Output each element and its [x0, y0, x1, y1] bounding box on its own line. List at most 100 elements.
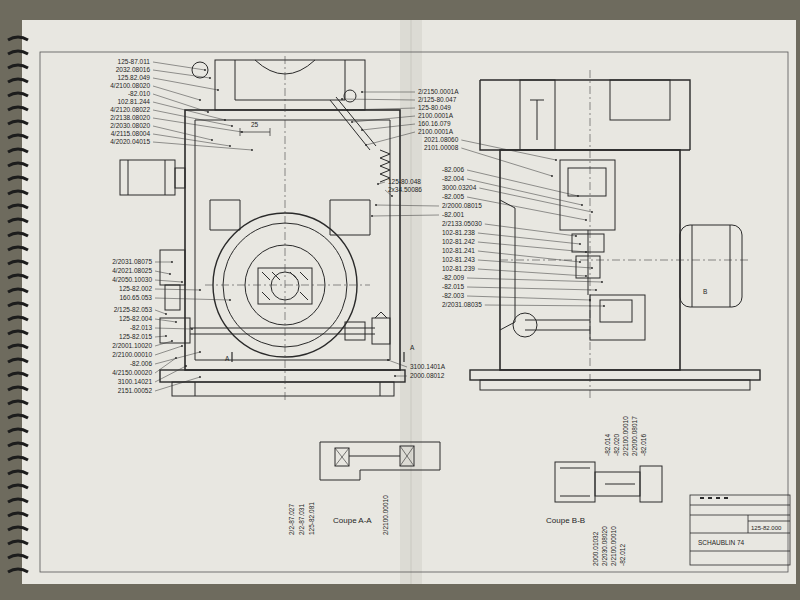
callout-number: 102-81.238: [442, 229, 475, 237]
leader-line: [155, 358, 176, 373]
leader-dot: [207, 111, 209, 113]
callout-number: 2/2030.08020: [110, 122, 150, 130]
leader-dot: [199, 376, 201, 378]
leader-line: [155, 289, 200, 290]
callout-number: 2151.00052: [118, 387, 152, 395]
callout-number: -82.004: [442, 175, 464, 183]
callout-number: 125-87.011: [118, 58, 150, 66]
leader-dot: [589, 299, 591, 301]
leader-line: [485, 305, 604, 306]
callout-number: -82.013: [130, 324, 152, 332]
leader-line: [362, 124, 415, 130]
leader-dot: [251, 149, 253, 151]
leader-dot: [169, 273, 171, 275]
leader-line: [395, 376, 407, 377]
leader-line: [478, 242, 586, 252]
leader-dot: [199, 99, 201, 101]
leader-line: [153, 118, 242, 132]
callout-number: 2/2133.05030: [442, 220, 482, 228]
callout-number: 4/2020.04015: [110, 138, 150, 146]
callout-number: 160.16.079: [418, 120, 451, 128]
callout-number: 2000.08012: [410, 372, 444, 380]
leader-line: [478, 269, 586, 276]
leader-line: [153, 86, 200, 100]
leader-dot: [351, 121, 353, 123]
leader-dot: [175, 357, 177, 359]
callout-number: 4/2115.08004: [111, 130, 150, 138]
leader-dot: [346, 109, 348, 111]
leader-line: [378, 182, 385, 184]
callout-number: 2/2-87.027: [288, 504, 296, 535]
leader-dot: [377, 183, 379, 185]
callout-number: 160.65.053: [119, 294, 152, 302]
leader-line: [155, 310, 166, 314]
callout-number: 102-81.241: [442, 247, 475, 255]
leader-line: [461, 140, 556, 160]
leader-line: [478, 251, 580, 262]
leader-dot: [211, 139, 213, 141]
callout-number: 2/2100.00010: [610, 526, 618, 566]
leader-line: [153, 78, 218, 90]
callout-number: 4/2150.00020: [112, 369, 152, 377]
leader-line: [155, 280, 182, 282]
paper: [22, 20, 796, 584]
callout-number: 2/2100.00010: [112, 351, 152, 359]
leader-line: [376, 205, 439, 206]
leader-line: [485, 224, 576, 236]
right-view: [470, 80, 760, 390]
callout-number: 2/2031.08075: [112, 258, 152, 266]
callout-number: 2/2138.08020: [110, 114, 150, 122]
callout-number: -82.012: [619, 544, 627, 566]
section-title: Coupe A-A: [333, 516, 372, 526]
callout-number: 4/2100.08020: [110, 82, 150, 90]
callout-number: 2/2100.00010: [382, 495, 390, 535]
leader-dot: [555, 159, 557, 161]
callout-number: 2100.0001A: [418, 128, 453, 136]
leader-dot: [595, 289, 597, 291]
leader-dot: [341, 98, 343, 100]
callout-number: 4/2021.08025: [112, 267, 152, 275]
callout-number: 125-82.015: [119, 333, 152, 341]
leader-dot: [394, 375, 396, 377]
callout-number: 2/125-82.053: [114, 306, 152, 314]
leader-dot: [199, 289, 201, 291]
leader-line: [155, 341, 172, 346]
leader-line: [478, 233, 580, 244]
marker-letter: A: [225, 355, 229, 363]
leader-line: [467, 287, 596, 290]
left-view: [120, 60, 405, 396]
leader-line: [155, 298, 230, 300]
leader-dot: [185, 365, 187, 367]
callout-number: 102-81.243: [442, 256, 475, 264]
callout-number: 2/2031.08035: [442, 301, 482, 309]
leader-dot: [209, 77, 211, 79]
leader-dot: [191, 328, 193, 330]
leader-line: [153, 70, 210, 78]
leader-dot: [361, 129, 363, 131]
callout-number: 125-80.049: [418, 104, 451, 112]
section-b-b: [555, 462, 662, 502]
title-block: [690, 495, 790, 565]
callout-number: -82.020: [613, 434, 621, 456]
callout-number: 3100.14021: [118, 378, 152, 386]
leader-dot: [551, 175, 553, 177]
callout-number: 125-82.081: [308, 502, 316, 535]
leader-dot: [603, 305, 605, 307]
callout-number: 2/125-80.047: [418, 96, 456, 104]
leader-dot: [231, 125, 233, 127]
leader-dot: [229, 145, 231, 147]
marker-letter: 25: [251, 121, 258, 129]
center-lines: [205, 56, 750, 400]
leader-dot: [217, 89, 219, 91]
callout-number: 2101.00008: [424, 144, 458, 152]
callout-number: -82.016: [640, 434, 648, 456]
leader-dot: [591, 211, 593, 213]
leader-line: [155, 262, 172, 263]
leader-dot: [165, 313, 167, 315]
marker-letter: A: [410, 344, 414, 352]
leader-dot: [224, 119, 226, 121]
callout-number: -82.006: [130, 360, 152, 368]
callout-number: 125.82.049: [117, 74, 150, 82]
callout-number: 2000.01032: [592, 532, 600, 566]
